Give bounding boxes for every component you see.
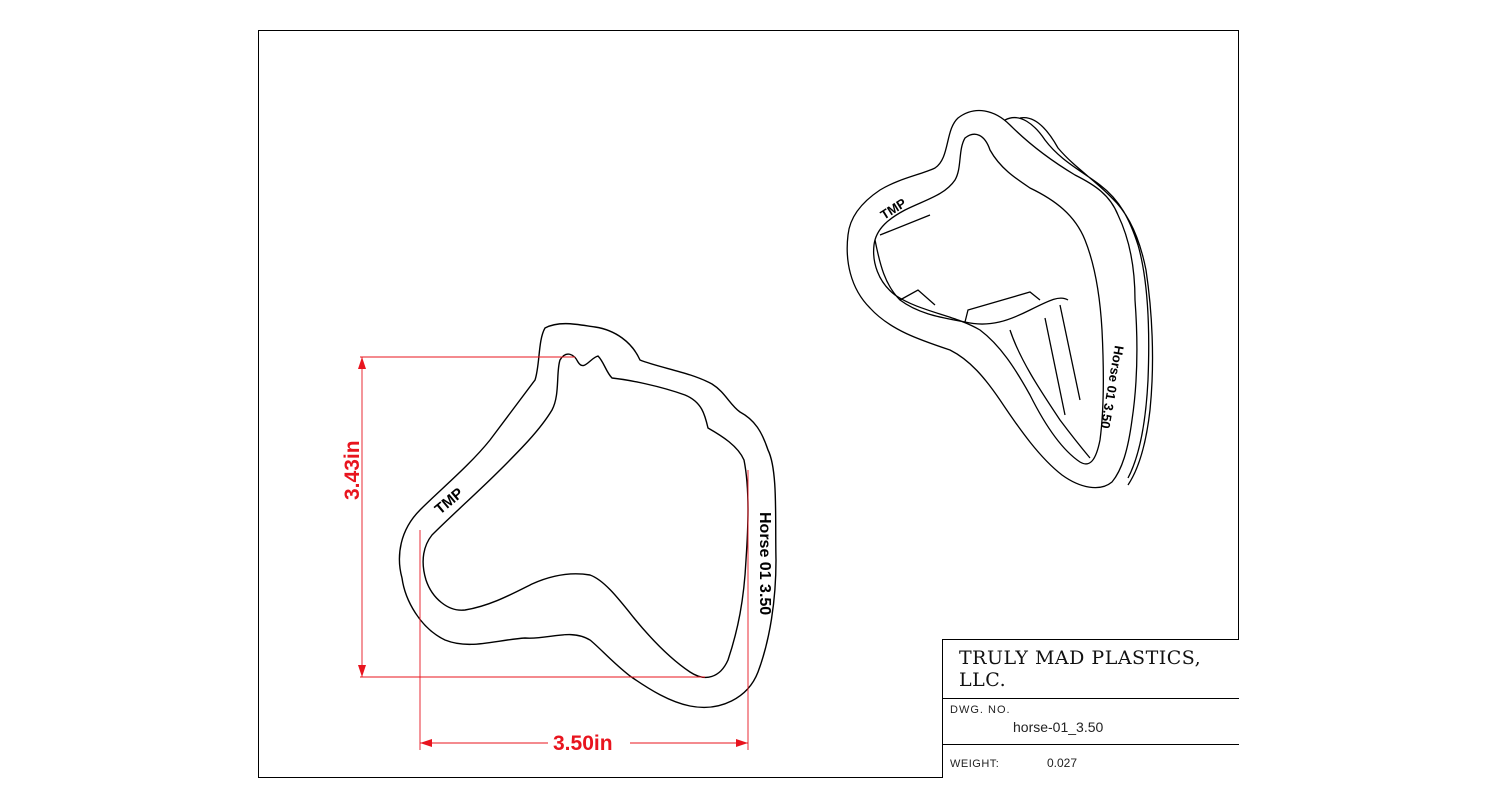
iso-view-outer-flange <box>846 109 1138 489</box>
front-view-inner-outline <box>422 353 749 679</box>
weight-value: 0.027 <box>1047 756 1078 770</box>
title-block: TRULY MAD PLASTICS, LLC. DWG. NO. horse-… <box>942 639 1239 778</box>
iso-emboss-tmp: TMP <box>878 195 909 222</box>
front-emboss-horse: Horse 01 3.50 <box>756 512 773 615</box>
drawing-number-value: horse-01_3.50 <box>1013 719 1104 735</box>
weight-cell: WEIGHT: 0.027 <box>943 745 1239 779</box>
drawing-number-cell: DWG. NO. horse-01_3.50 <box>943 699 1239 745</box>
dimension-arrows <box>358 357 748 747</box>
height-dimension-label: 3.43in <box>341 440 364 500</box>
iso-view-inner-flange <box>872 133 1104 465</box>
front-view <box>398 322 777 708</box>
drawing-number-label: DWG. NO. <box>950 704 1011 716</box>
front-emboss-tmp: TMP <box>432 485 467 518</box>
drawing-sheet-border <box>258 30 1239 778</box>
iso-view <box>846 109 1154 489</box>
front-view-outer-outline <box>398 322 777 708</box>
iso-emboss-horse: Horse 01 3.50 <box>1097 344 1126 429</box>
iso-view-inner-wall <box>874 214 1091 459</box>
iso-view-back-edges <box>1004 116 1154 486</box>
dimension-lines <box>360 356 749 750</box>
width-dimension-label: 3.50in <box>553 732 613 755</box>
company-name: TRULY MAD PLASTICS, LLC. <box>943 640 1239 699</box>
weight-label: WEIGHT: <box>950 758 1000 770</box>
